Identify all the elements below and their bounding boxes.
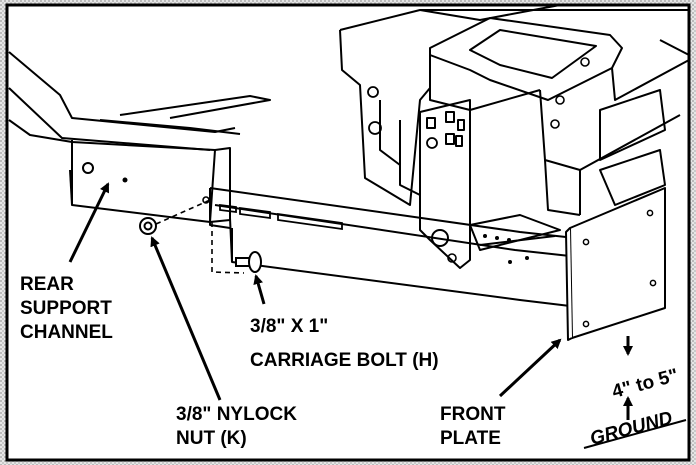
rear-support-arrow [68,182,110,263]
mounting-bracket [419,99,561,269]
frame-bolt-icon [368,121,382,135]
plate-hole-icon [582,238,590,246]
frame-bolt-icon [367,86,379,98]
bracket-hole-row [483,234,529,264]
leader-arrows [68,182,633,420]
nylock-nut-arrow [150,236,222,401]
bracket-pin-icon [431,229,449,247]
frame-bolt-icon [580,57,590,67]
main-channel [209,187,576,307]
nylock-nut-icon [139,217,157,235]
label-nylock-nut: 3/8" NYLOCK NUT (K) [176,404,297,449]
svg-text:SUPPORT: SUPPORT [20,298,112,319]
rear-bolt-head-icon [82,162,94,174]
svg-text:NUT (K): NUT (K) [176,428,247,449]
svg-text:PLATE: PLATE [440,428,501,449]
bracket-bolt-icon [447,253,457,263]
plate-hole-icon [649,279,657,287]
plate-hole-icon [646,209,654,217]
svg-text:3/8" X 1": 3/8" X 1" [250,316,328,337]
label-front-plate: FRONT PLATE [440,404,506,449]
label-carriage-bolt: 3/8" X 1" CARRIAGE BOLT (H) [250,316,439,371]
svg-text:3/8" NYLOCK: 3/8" NYLOCK [176,404,297,425]
front-plate-arrow [498,338,562,398]
channel-slots [219,203,343,231]
rear-hole-icon [122,177,128,183]
bracket-bolt-icon [426,137,438,149]
carriage-bolt-icon [235,251,262,273]
bolt-assembly-line [211,222,245,274]
front-plate [565,187,666,341]
frame-bolt-icon [550,119,560,129]
svg-text:CHANNEL: CHANNEL [20,322,113,343]
carriage-bolt-arrow [253,274,266,305]
rear-support-channel [8,51,271,223]
svg-text:FRONT: FRONT [440,404,506,425]
svg-text:REAR: REAR [20,274,74,295]
plate-hole-icon [582,320,590,328]
label-rear-support-channel: REAR SUPPORT CHANNEL [20,274,113,343]
ground-line [583,419,687,449]
svg-text:CARRIAGE BOLT (H): CARRIAGE BOLT (H) [250,350,439,371]
engine-frame-housing [339,4,690,216]
frame-bolt-icon [555,95,565,105]
nut-assembly-line [155,199,211,225]
